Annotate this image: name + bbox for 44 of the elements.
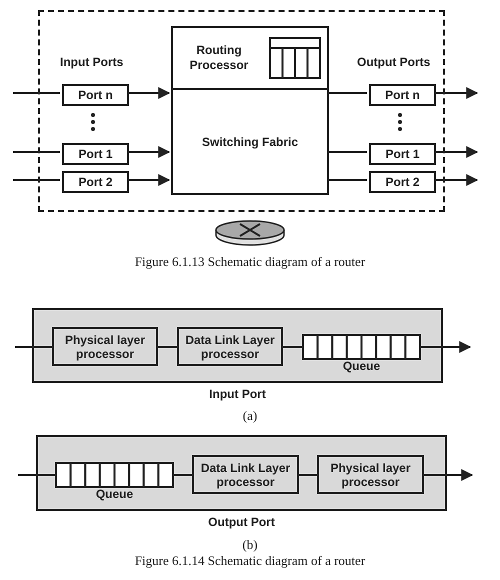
processor-box	[171, 26, 329, 90]
process-box: Port n	[62, 84, 129, 106]
connector-line	[13, 179, 60, 181]
arrow	[434, 174, 478, 186]
process-box: Data Link Layer processor	[192, 455, 299, 494]
connector-line	[158, 346, 177, 348]
queue-label: Queue	[342, 360, 382, 372]
connector-line	[15, 346, 52, 348]
process-box: Physical layer processor	[317, 455, 424, 494]
connector-line	[18, 474, 55, 476]
panel-title: Output Port	[207, 515, 276, 529]
process-box: Port n	[369, 84, 436, 106]
switching-fabric-box: Switching Fabric	[171, 88, 329, 195]
figure-caption: Figure 6.1.14 Schematic diagram of a router	[134, 553, 366, 569]
queue-label: Queue	[94, 488, 134, 500]
arrow	[127, 174, 170, 186]
arrow	[127, 87, 170, 99]
subfigure-label: (a)	[242, 408, 258, 424]
panel-title: Input Port	[208, 387, 267, 401]
group-label: Input Ports	[60, 55, 124, 69]
process-box: Physical layer processor	[52, 327, 158, 366]
figure-caption: Figure 6.1.13 Schematic diagram of a router	[134, 254, 366, 270]
process-box: Data Link Layer processor	[177, 327, 283, 366]
process-box: Port 1	[369, 143, 436, 165]
connector-line	[283, 346, 302, 348]
arrow	[421, 341, 472, 353]
process-box: Port 2	[369, 171, 436, 193]
connector-line	[327, 92, 367, 94]
arrow	[127, 146, 170, 158]
box-label: Routing Processor	[188, 43, 250, 73]
arrow	[434, 87, 478, 99]
process-box: Port 1	[62, 143, 129, 165]
arrow	[434, 146, 478, 158]
subfigure-label: (b)	[241, 537, 259, 553]
router-boundary	[38, 10, 445, 212]
connector-line	[299, 474, 317, 476]
connector-line	[13, 151, 60, 153]
process-box: Port 2	[62, 171, 129, 193]
connector-line	[327, 151, 367, 153]
connector-line	[13, 92, 60, 94]
group-label: Output Ports	[357, 55, 432, 69]
arrow	[424, 469, 474, 481]
connector-line	[174, 474, 192, 476]
connector-line	[327, 179, 367, 181]
